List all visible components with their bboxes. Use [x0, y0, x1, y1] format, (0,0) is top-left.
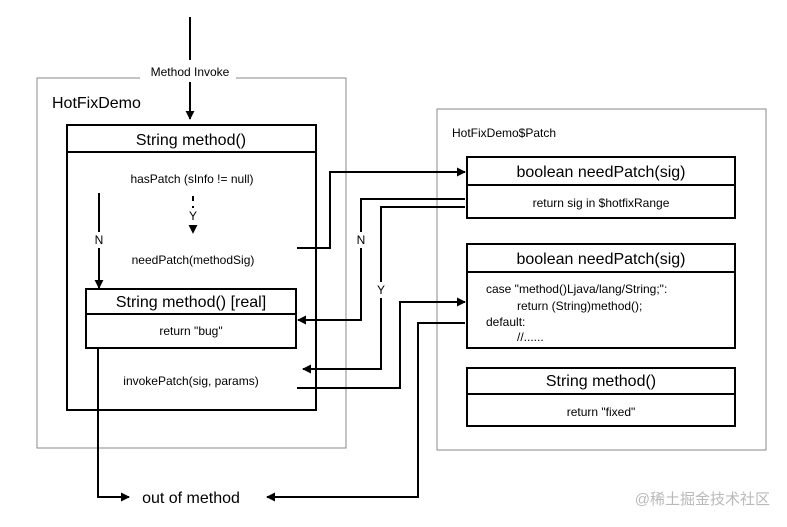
- no-label-bg: [91, 232, 107, 248]
- no-label: N: [95, 233, 104, 247]
- branch-n-label: N: [357, 233, 366, 247]
- method-box: [66, 124, 317, 411]
- has-patch-text: hasPatch (sInfo != null): [130, 172, 253, 186]
- branch-n-label-bg: [353, 232, 369, 248]
- need-patch-call-arrow: [297, 167, 466, 249]
- fixed-method-box: [466, 367, 736, 427]
- dispatch-box: [466, 243, 736, 349]
- branch-y-label-bg: [373, 282, 389, 298]
- dispatch-line-3: default:: [486, 315, 525, 329]
- dispatch-header: boolean needPatch(sig): [516, 251, 685, 268]
- patch-title: HotFixDemo$Patch: [452, 126, 556, 140]
- real-method-header: String method() [real]: [116, 294, 266, 311]
- need-patch-body: return sig in $hotfixRange: [533, 196, 670, 210]
- exit-label: out of method: [142, 490, 240, 507]
- hotfixdemo-title: HotFixDemo: [52, 95, 141, 112]
- fixed-method-body: return "fixed": [567, 405, 636, 419]
- real-method-body: return "bug": [159, 324, 222, 338]
- invoke-patch-arrow: [297, 297, 466, 389]
- dispatch-line-1: case "method()Ljava/lang/String;":: [486, 282, 667, 296]
- no-return-arrow: [297, 198, 465, 325]
- entry-label-bg: [140, 62, 236, 80]
- fixed-method-header: String method(): [546, 373, 656, 390]
- dispatch-line-4: //......: [517, 330, 544, 344]
- need-patch-call-text: needPatch(methodSig): [132, 253, 255, 267]
- entry-label: Method Invoke: [151, 65, 230, 79]
- real-exit-arrow: [97, 349, 130, 502]
- need-patch-header: boolean needPatch(sig): [516, 164, 685, 181]
- patch-exit-arrow: [266, 322, 465, 502]
- need-patch-box: [466, 156, 736, 219]
- yes-label: Y: [189, 209, 197, 223]
- watermark: @稀土掘金技术社区: [635, 491, 770, 508]
- branch-y-label: Y: [377, 283, 385, 297]
- real-method-box: [85, 288, 297, 349]
- method-box-header: String method(): [136, 132, 246, 149]
- yes-label-bg: [186, 208, 200, 223]
- invoke-patch-text: invokePatch(sig, params): [123, 374, 258, 388]
- dispatch-line-2: return (String)method();: [517, 299, 642, 313]
- patch-frame: [436, 108, 767, 451]
